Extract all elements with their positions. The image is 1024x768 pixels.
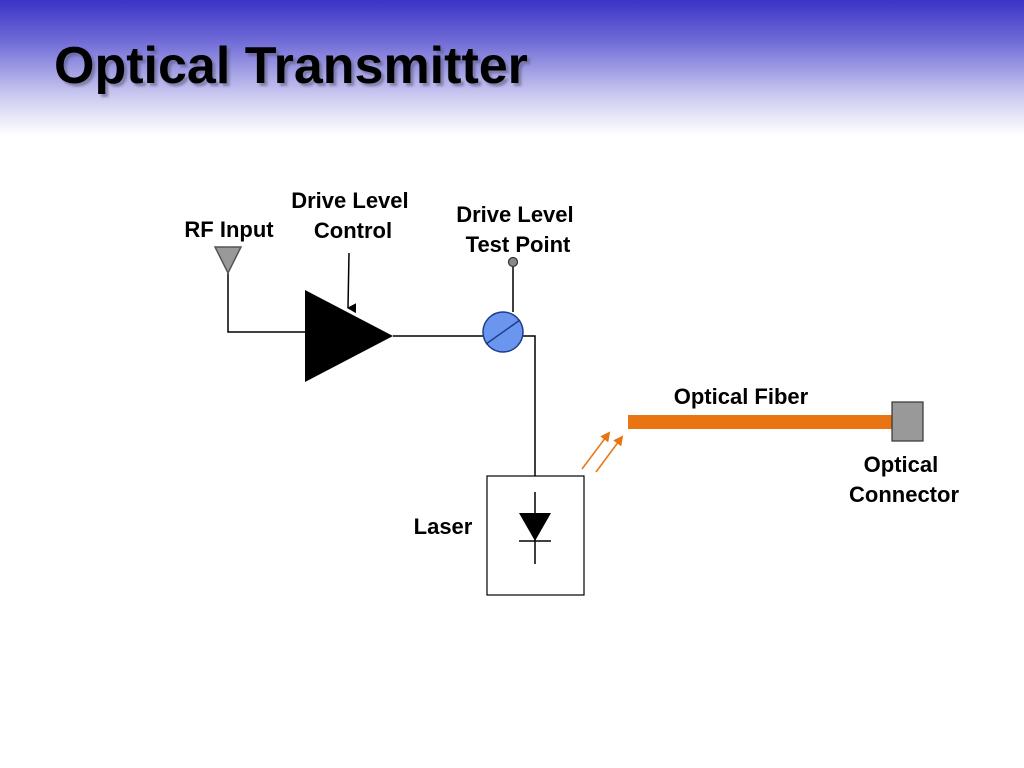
drive-level-control-arrow — [347, 252, 357, 314]
rf-antenna-icon — [213, 246, 243, 275]
amplifier-icon — [305, 290, 393, 382]
slide-title: Optical Transmitter — [54, 37, 528, 95]
header-band — [0, 0, 1024, 135]
laser-label: Laser — [414, 514, 473, 539]
optical-fiber — [628, 415, 893, 429]
light-emission-arrows — [581, 431, 624, 473]
drive-level-test-point-label: Drive Level Test Point — [456, 202, 580, 257]
signal-wires — [227, 266, 536, 476]
coupler-to-laser-wire — [522, 335, 536, 476]
optical-connector-label: Optical Connector — [849, 452, 959, 507]
rf-input-label: RF Input — [184, 217, 274, 242]
optical-fiber-label: Optical Fiber — [674, 384, 809, 409]
rf-input-wire — [227, 270, 306, 333]
optical-connector-icon — [891, 401, 924, 442]
coupler-icon — [482, 311, 524, 353]
drive-level-control-label: Drive Level Control — [291, 188, 415, 243]
laser-diode-icon — [519, 492, 551, 564]
test-point-icon[interactable] — [507, 256, 519, 268]
